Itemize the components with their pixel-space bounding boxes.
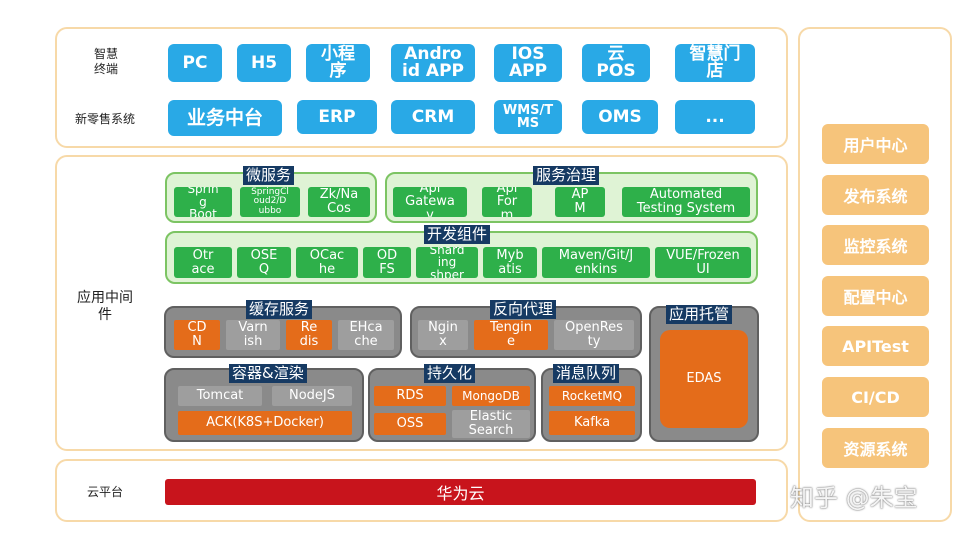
governance-title: 服务治理 <box>533 166 600 185</box>
persistence-oss: OSS <box>374 413 446 435</box>
terminal-miniprogram: 小程 序 <box>306 44 370 82</box>
hosting-title: 应用托管 <box>666 305 733 324</box>
sidebar-cicd: CI/CD <box>822 377 929 417</box>
retail-crm: CRM <box>391 100 475 134</box>
governance-automated-testing: Automated Testing System <box>622 187 750 217</box>
sidebar-resource-system: 资源系统 <box>822 428 929 468</box>
retail-label: 新零售系统 <box>74 111 135 126</box>
mq-title: 消息队列 <box>553 364 620 383</box>
terminal-android: Andro id APP <box>391 44 475 82</box>
devkit-mybatis: Myb atis <box>483 247 537 278</box>
governance-api-form: Api For m <box>482 187 532 217</box>
persistence-elasticsearch: Elastic Search <box>452 410 530 438</box>
microservice-title: 微服务 <box>243 166 295 185</box>
terminal-h5: H5 <box>237 44 291 82</box>
container-title: 容器&渲染 <box>229 364 307 383</box>
cache-redis: Re dis <box>286 320 332 350</box>
persistence-rds: RDS <box>374 386 446 406</box>
persistence-title: 持久化 <box>424 364 476 383</box>
devkit-otrace: Otr ace <box>174 247 232 278</box>
devkit-oseq: OSE Q <box>237 247 291 278</box>
hosting-edas: EDAS <box>660 330 748 428</box>
cache-ehcache: EHca che <box>338 320 394 350</box>
terminal-smart-store: 智慧门 店 <box>675 44 755 82</box>
persistence-mongodb: MongoDB <box>452 386 530 406</box>
terminal-ios: IOS APP <box>494 44 562 82</box>
microservice-springcloud: SpringCl oud2/D ubbo <box>240 187 300 217</box>
sidebar-apitest: APITest <box>822 326 929 366</box>
microservice-springboot: Sprin g Boot <box>174 187 232 217</box>
devkit-shardingsphere: Shard ing shper <box>416 247 478 278</box>
proxy-openresty: OpenRes ty <box>554 320 634 350</box>
sidebar-config-center: 配置中心 <box>822 276 929 316</box>
devkit-ocache: OCac he <box>296 247 358 278</box>
retail-wms: WMS/T MS <box>494 100 562 134</box>
container-ack: ACK(K8S+Docker) <box>178 411 352 435</box>
terminal-pc: PC <box>168 44 222 82</box>
cloud-bar: 华为云 <box>165 479 756 505</box>
devkit-vue-frozen: VUE/Frozen UI <box>655 247 751 278</box>
container-tomcat: Tomcat <box>178 386 262 406</box>
terminal-pos: 云 POS <box>582 44 650 82</box>
devkit-maven-git-jenkins: Maven/Git/J enkins <box>542 247 650 278</box>
proxy-nginx: Ngin x <box>418 320 468 350</box>
sidebar-user-center: 用户中心 <box>822 124 929 164</box>
cloud-bar-label: 华为云 <box>436 484 485 503</box>
governance-apm: AP M <box>555 187 605 217</box>
retail-business-platform: 业务中台 <box>168 100 282 136</box>
sidebar-release-system: 发布系统 <box>822 175 929 215</box>
cache-title: 缓存服务 <box>246 300 313 319</box>
mq-kafka: Kafka <box>549 411 635 435</box>
cloud-label: 云平台 <box>86 484 123 499</box>
devkit-odfs: OD FS <box>363 247 411 278</box>
cache-cdn: CD N <box>174 320 220 350</box>
devkit-title: 开发组件 <box>424 225 491 244</box>
cache-varnish: Varn ish <box>226 320 280 350</box>
governance-api-gateway: Api Gatewa y <box>393 187 467 217</box>
terminal-label: 智慧 终端 <box>93 47 118 76</box>
retail-erp: ERP <box>297 100 377 134</box>
proxy-title: 反向代理 <box>490 300 557 319</box>
middleware-label: 应用中间 件 <box>77 289 133 324</box>
container-nodejs: NodeJS <box>272 386 352 406</box>
mq-rocketmq: RocketMQ <box>549 386 635 406</box>
retail-oms: OMS <box>582 100 658 134</box>
microservice-zk-nacos: Zk/Na Cos <box>308 187 370 217</box>
sidebar-monitoring-system: 监控系统 <box>822 225 929 265</box>
watermark: 知乎 @朱宝 <box>790 484 918 512</box>
retail-more: ... <box>675 100 755 134</box>
proxy-tengine: Tengin e <box>474 320 548 350</box>
